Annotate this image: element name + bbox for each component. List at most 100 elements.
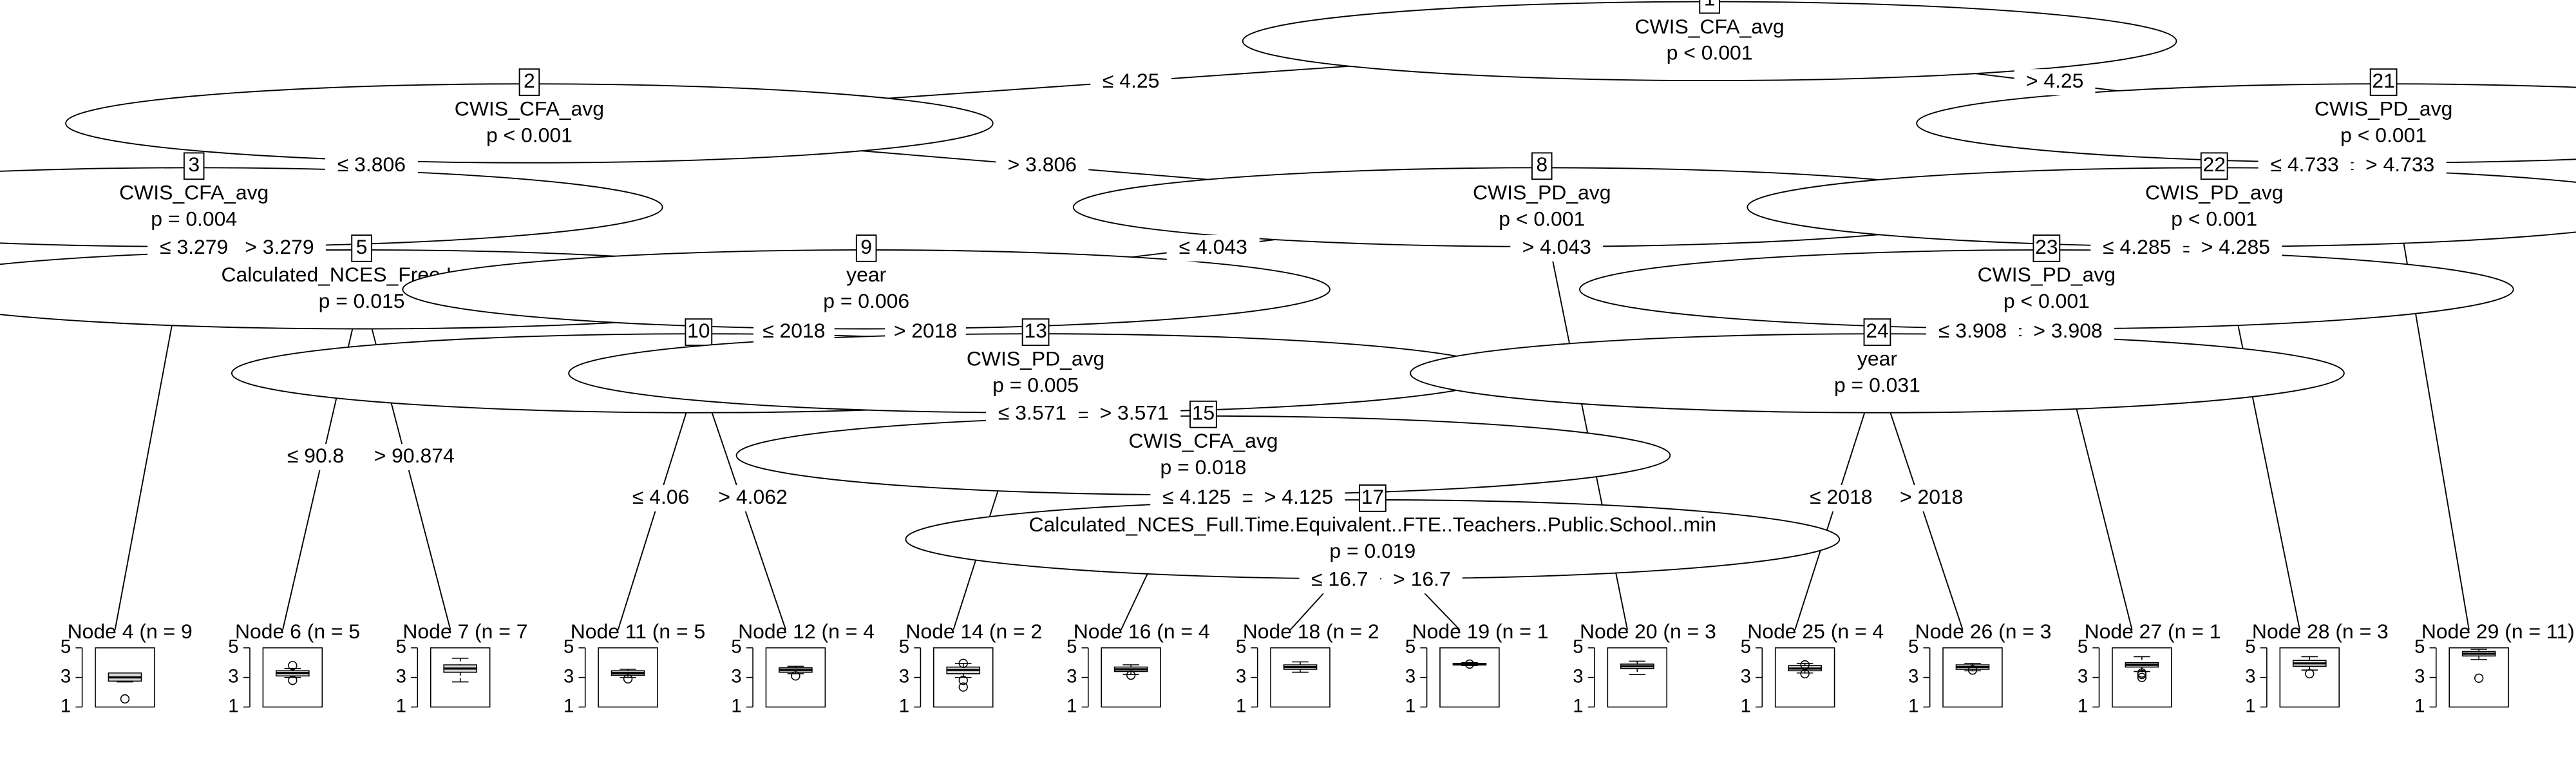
boxplot-outlier: [1967, 665, 1978, 675]
node-ellipse: [1916, 83, 2576, 164]
y-tick-label: 5: [1573, 636, 1583, 657]
y-tick-label: 3: [61, 665, 71, 687]
node-id-label: 3: [188, 153, 200, 176]
edge-label-bg: [1252, 484, 1345, 511]
boxplot-outlier: [288, 676, 298, 685]
boxplot-panel: [765, 647, 826, 708]
y-tick-label: 3: [1236, 665, 1246, 687]
node-p-value: p < 0.001: [2340, 123, 2427, 146]
y-tick-label: 3: [2078, 665, 2088, 687]
y-tick-label: 1: [228, 695, 238, 716]
y-tick-label: 3: [1908, 665, 1918, 687]
boxplot-outlier: [120, 694, 130, 704]
edge-label-e2R: > 3.806: [1008, 153, 1077, 176]
boxplot-outlier: [1126, 671, 1136, 680]
edge-label-e13R: > 3.571: [1100, 401, 1169, 425]
y-tick-label: 1: [1573, 695, 1583, 716]
node-id-label: 10: [687, 319, 710, 342]
node-id-box: [1699, 0, 1720, 14]
node-id-box: [855, 234, 877, 262]
node-id-label: 1: [1704, 0, 1716, 10]
node-id-box: [2200, 152, 2228, 180]
edge-label-e17R: > 16.7: [1393, 567, 1451, 590]
y-tick-label: 1: [1908, 695, 1918, 716]
node-p-value: p < 0.001: [1667, 41, 1753, 64]
y-tick-label: 1: [1741, 695, 1751, 716]
terminal-node-label: Node 14 (n = 2: [905, 620, 1042, 643]
edge-label-bg: [1150, 484, 1244, 511]
edge-label-e23R: > 3.908: [2033, 319, 2102, 342]
boxplot-outlier: [958, 676, 968, 685]
boxplot-panel: [1439, 647, 1500, 708]
node-id-box: [1531, 152, 1553, 180]
edge-label-bg: [1088, 401, 1181, 428]
edge-label-bg: [2258, 153, 2351, 180]
terminal-node-label: Node 4 (n = 9: [68, 620, 193, 643]
node-id-label: 22: [2202, 153, 2225, 176]
edge-label-bg: [232, 235, 326, 262]
node-id-box: [1189, 400, 1217, 428]
node-id-box: [2032, 234, 2061, 262]
boxplot-outlier: [2474, 673, 2484, 683]
node-p-value: p < 0.001: [1499, 207, 1585, 230]
terminal-node-label: Node 6 (n = 5: [235, 620, 360, 643]
edge-label-bg: [885, 319, 966, 346]
y-tick-label: 1: [731, 695, 741, 716]
y-tick-label: 3: [1405, 665, 1416, 687]
edge-label-e9L: ≤ 2018: [762, 319, 825, 342]
edge-label-bg: [1801, 484, 1882, 511]
edge-label-bg: [2022, 319, 2115, 346]
y-tick-label: 5: [2245, 636, 2255, 657]
node-variable-label: CWIS_PD_avg: [2315, 97, 2452, 120]
node-variable-label: CWIS_PD_avg: [2145, 181, 2283, 204]
node-p-value: p = 0.015: [319, 289, 405, 312]
node-id-box: [351, 234, 372, 262]
edge-label-bg: [1381, 567, 1463, 594]
node-id-box: [183, 152, 205, 180]
terminal-node-label: Node 7 (n = 7: [402, 620, 527, 643]
node-id-label: 2: [524, 69, 535, 92]
edge-label-bg: [1166, 235, 1260, 262]
y-tick-label: 5: [2078, 636, 2088, 657]
y-tick-label: 3: [1741, 665, 1751, 687]
node-p-value: p = 0.005: [992, 373, 1079, 396]
node-p-value: p = 0.004: [151, 207, 237, 230]
node-p-value: p < 0.001: [486, 123, 573, 146]
node-id-box: [685, 318, 713, 346]
node-id-label: 15: [1192, 401, 1215, 425]
y-tick-label: 1: [61, 695, 71, 716]
boxplot-outlier: [958, 658, 968, 668]
boxplot-panel: [1942, 647, 2003, 708]
boxplot-outlier: [2137, 673, 2147, 682]
node-id-label: 13: [1024, 319, 1046, 342]
edge-label-e22R: > 4.285: [2201, 235, 2270, 258]
terminal-node-label: Node 26 (n = 3: [1915, 620, 2052, 643]
y-tick-label: 5: [1066, 636, 1077, 657]
node-p-value: p = 0.018: [1160, 455, 1246, 479]
y-tick-label: 3: [2414, 665, 2425, 687]
y-tick-label: 5: [396, 636, 406, 657]
edge-label-e17L: ≤ 16.7: [1311, 567, 1368, 590]
edge-label-e10R: > 4.062: [718, 485, 787, 508]
tree-edge-labels: ≤ 4.25> 4.25≤ 3.806> 3.806≤ 3.279> 3.279…: [147, 69, 2447, 594]
node-variable-label: CWIS_CFA_avg: [1128, 429, 1278, 452]
edge-label-bg: [1299, 567, 1381, 594]
node-id-label: 21: [2372, 69, 2394, 92]
edge-label-e2L: ≤ 3.806: [337, 153, 406, 176]
y-tick-label: 5: [731, 636, 741, 657]
terminal-node-label: Node 12 (n = 4: [738, 620, 875, 643]
node-id-label: 5: [356, 235, 368, 258]
terminal-node-label: Node 27 (n = 1: [2085, 620, 2221, 643]
node-variable-label: CWIS_CFA_avg: [455, 97, 604, 120]
